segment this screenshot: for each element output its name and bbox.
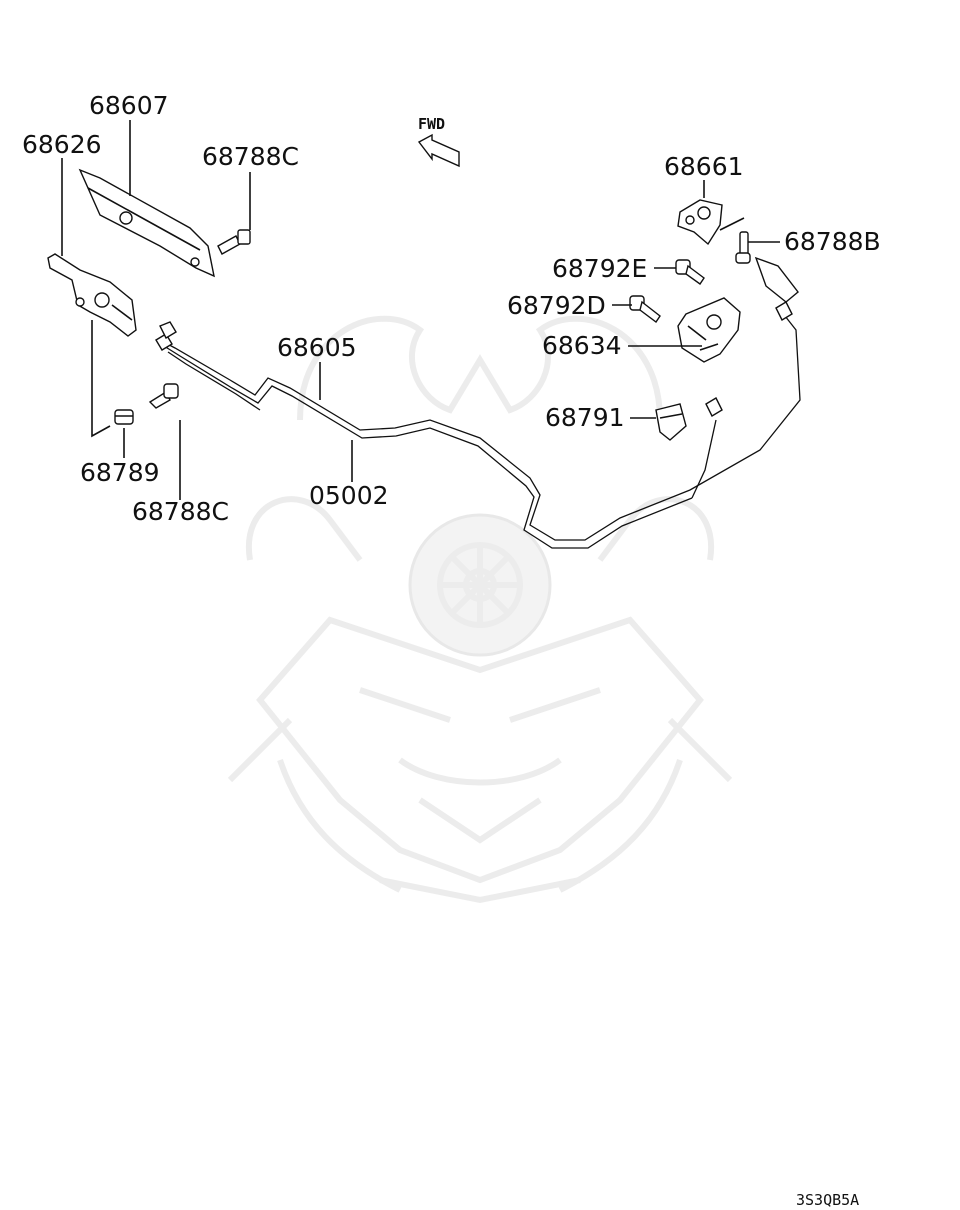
label-05002: 05002 (309, 481, 389, 510)
hood-panel-edge (754, 256, 799, 303)
leader-lines (61, 120, 780, 500)
part-68788c-bottom-screw (148, 383, 179, 409)
part-68792e-bolt (675, 259, 705, 285)
label-68792d: 68792D (507, 291, 606, 320)
label-68789: 68789 (80, 458, 160, 487)
label-68788b: 68788B (784, 227, 881, 256)
part-68607-cover (78, 168, 215, 278)
label-68605: 68605 (277, 333, 357, 362)
part-68788b-bolt (735, 231, 751, 264)
label-68788c-bottom: 68788C (132, 497, 229, 526)
fwd-label: FWD (418, 115, 445, 133)
label-68607: 68607 (89, 91, 169, 120)
forward-direction-indicator: FWD (417, 115, 460, 168)
part-68788c-top-bolt (217, 229, 251, 255)
hood-release-cable (155, 301, 801, 549)
label-68626: 68626 (22, 130, 102, 159)
part-68634-hood-lock (677, 297, 741, 363)
label-68792e: 68792E (552, 254, 647, 283)
part-68791-clip (655, 403, 687, 441)
part-68792d-bolt (629, 295, 661, 324)
fwd-arrow-icon (417, 133, 460, 168)
label-68634: 68634 (542, 331, 622, 360)
watermark-logo (227, 315, 733, 904)
part-68626-lever (47, 253, 137, 337)
label-68791: 68791 (545, 403, 625, 432)
part-68789-clip (114, 409, 134, 425)
part-68661-hook (677, 199, 723, 246)
drawing-code: 3S3QB5A (796, 1191, 859, 1209)
label-68661: 68661 (664, 152, 744, 181)
label-68788c-top: 68788C (202, 142, 299, 171)
